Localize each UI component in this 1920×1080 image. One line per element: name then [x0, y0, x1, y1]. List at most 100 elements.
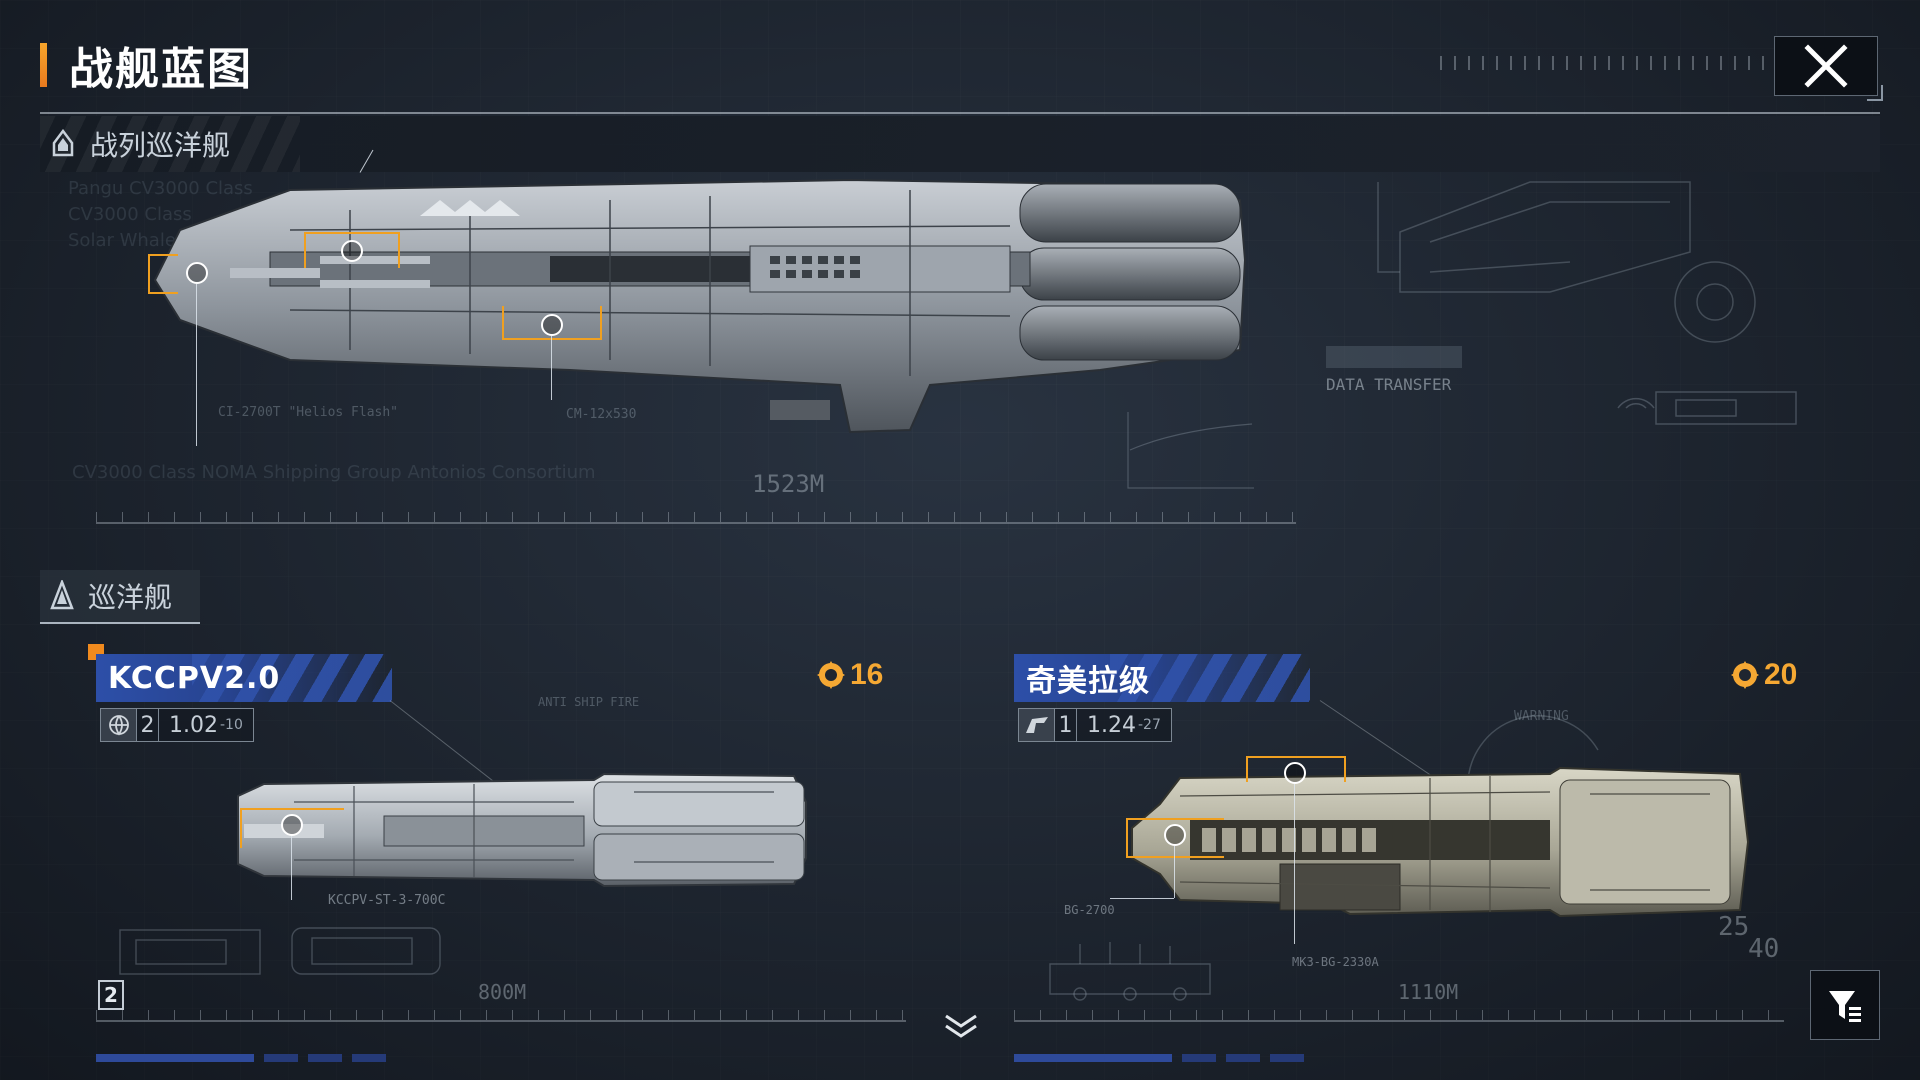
- panel-number: 40: [1748, 934, 1780, 964]
- progress-segment: [1270, 1054, 1304, 1062]
- page-number: 2: [98, 980, 124, 1010]
- page-title: 战舰蓝图: [69, 44, 253, 95]
- length-scale-ticks: [1014, 1010, 1784, 1020]
- section-header-cruiser: 巡洋舰: [40, 570, 200, 624]
- section-label-cruiser: 巡洋舰: [88, 581, 173, 614]
- title-accent-bar: [40, 43, 47, 87]
- weapon-label: KCCPV-ST-3-700C: [328, 893, 446, 908]
- ship-cost: 16: [816, 658, 883, 692]
- progress-segment: [96, 1054, 254, 1062]
- chimera-schematic: [1049, 942, 1211, 1001]
- weapon-marker[interactable]: [1164, 824, 1186, 846]
- length-scale-line: [96, 1020, 906, 1022]
- ship-card-header[interactable]: 奇美拉级: [1014, 654, 1310, 702]
- ship-length: 800M: [478, 980, 527, 1004]
- data-transfer-label: DATA TRANSFER: [1326, 375, 1452, 394]
- weapon-label: BG-2700: [1064, 903, 1115, 917]
- weapon-marker[interactable]: [541, 314, 563, 336]
- cruiser-schematic: [119, 927, 441, 975]
- callout-line: [1174, 846, 1175, 898]
- progress-segment: [264, 1054, 298, 1062]
- stat-version-main: 1.02: [169, 712, 218, 738]
- page-header: 战舰蓝图: [40, 40, 253, 95]
- stat-version: 1.02-10: [159, 709, 253, 741]
- cost-gear-icon: [1731, 661, 1759, 689]
- stat-version-suffix: -27: [1137, 717, 1161, 733]
- progress-segment: [1226, 1054, 1260, 1062]
- length-scale-ticks: [96, 1010, 906, 1020]
- stat-count: 1: [1055, 709, 1077, 741]
- weapon-marker[interactable]: [281, 814, 303, 836]
- ship-cost: 20: [1730, 658, 1797, 692]
- progress-segment: [308, 1054, 342, 1062]
- weapon-label: CM-12x530: [566, 407, 637, 422]
- ship-name: 奇美拉级: [1026, 664, 1150, 699]
- globe-icon: [101, 709, 137, 741]
- stat-count: 2: [137, 709, 159, 741]
- progress-segment: [1182, 1054, 1216, 1062]
- close-button[interactable]: [1774, 36, 1883, 101]
- section-header-battlecruiser: 战列巡洋舰: [40, 116, 1880, 172]
- cruiser-class-icon: [50, 580, 74, 610]
- battlecruiser-ship-image[interactable]: [150, 170, 1250, 440]
- ship-stat-box: 2 1.02-10: [100, 708, 254, 742]
- ghost-text-line: Solar Whale: [68, 230, 176, 251]
- module-sketch: [1617, 391, 1797, 425]
- length-scale-ticks: [96, 512, 1296, 522]
- ship-cost-value: 20: [1764, 658, 1798, 691]
- callout-line: [291, 836, 292, 900]
- ship-stat-box: 1 1.24-27: [1018, 708, 1172, 742]
- section-stripes: [40, 116, 300, 172]
- weapon-label: CI-2700T "Helios Flash": [218, 405, 399, 420]
- name-bar-stripes: [1110, 654, 1310, 702]
- ghost-text-line: CV3000 Class NOMA Shipping Group Antonio…: [72, 462, 596, 483]
- weapon-bracket: [148, 254, 178, 294]
- curve-graph: [1127, 412, 1254, 489]
- weapon-bracket: [304, 232, 400, 268]
- header-divider: [40, 112, 1880, 114]
- cruiser-ship-image[interactable]: [234, 772, 810, 888]
- ship-cost-value: 16: [850, 658, 884, 691]
- panel-number: 25: [1718, 912, 1750, 942]
- weapon-marker[interactable]: [186, 262, 208, 284]
- ship-card-header[interactable]: KCCPV2.0: [96, 654, 392, 702]
- ship-note: ANTI SHIP FIRE: [538, 695, 640, 709]
- weapon-bracket: [1126, 818, 1224, 858]
- close-icon: [1804, 44, 1848, 88]
- scroll-down-button[interactable]: [942, 1012, 980, 1042]
- stat-version-suffix: -10: [219, 717, 243, 733]
- faction-icon: [1019, 709, 1055, 741]
- data-transfer-bar: [1326, 346, 1462, 368]
- weapon-bracket: [1246, 756, 1346, 782]
- header-tick-decoration: [1440, 56, 1880, 70]
- progress-segment: [352, 1054, 386, 1062]
- weapon-marker[interactable]: [341, 240, 363, 262]
- filter-button[interactable]: [1810, 970, 1880, 1040]
- schematic-diagram: [1377, 181, 1756, 343]
- battlecruiser-class-icon: [52, 129, 74, 157]
- ghost-text-line: Pangu CV3000 Class: [68, 178, 253, 199]
- callout-line: [551, 336, 552, 400]
- section-label-battlecruiser: 战列巡洋舰: [90, 129, 231, 162]
- weapon-bracket: [240, 808, 344, 848]
- chimera-ship-image[interactable]: [1130, 764, 1750, 920]
- ship-length: 1110M: [1398, 980, 1459, 1004]
- filter-icon: [1829, 991, 1861, 1022]
- ship-name: KCCPV2.0: [108, 660, 281, 696]
- ghost-text-line: CV3000 Class: [68, 204, 192, 225]
- weapon-label: MK3-BG-2330A: [1292, 955, 1379, 969]
- ship-length: 1523M: [752, 470, 825, 498]
- radar-circle: [1467, 715, 1599, 791]
- callout-line: [1110, 898, 1174, 899]
- stat-version: 1.24-27: [1077, 709, 1171, 741]
- callout-line: [196, 284, 197, 446]
- stat-version-main: 1.24: [1087, 712, 1136, 738]
- weapon-marker[interactable]: [1284, 762, 1306, 784]
- progress-segment: [1014, 1054, 1172, 1062]
- weapon-bracket: [502, 306, 602, 340]
- ship-note: WARNING: [1514, 709, 1569, 724]
- name-bar-stripes: [192, 654, 392, 702]
- chevron-down-icon: [945, 1014, 977, 1038]
- length-scale-line: [1014, 1020, 1784, 1022]
- callout-line: [1294, 784, 1295, 944]
